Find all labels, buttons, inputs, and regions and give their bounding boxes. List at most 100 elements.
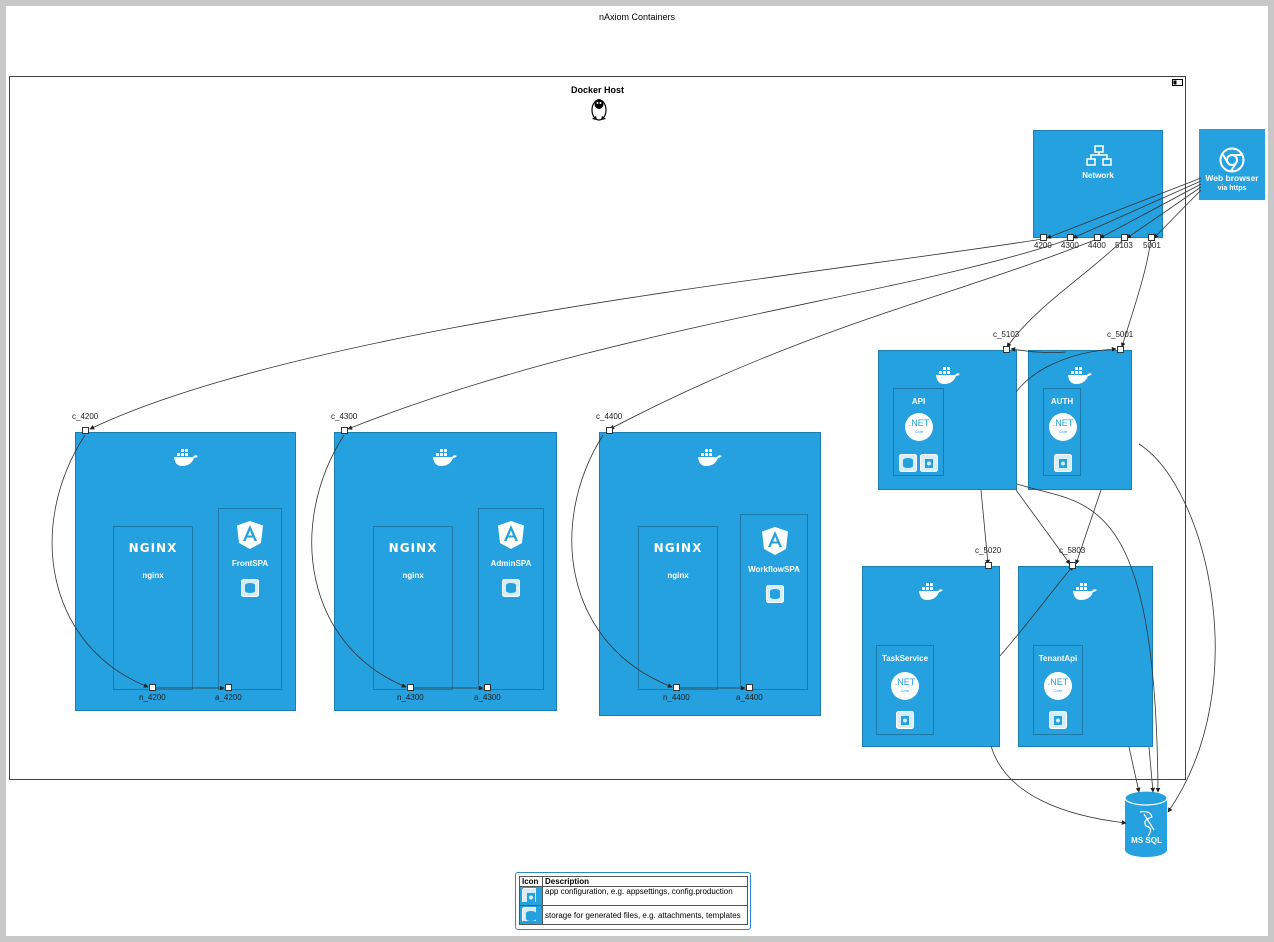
network-port-5001[interactable] <box>1148 234 1155 241</box>
dotnet-icon: .NET Core <box>891 672 919 700</box>
admin-nginx-label: nginx <box>402 571 424 580</box>
auth-port-c[interactable] <box>1117 346 1124 353</box>
workflow-spa-label: WorkflowSPA <box>748 565 800 574</box>
front-port-n[interactable] <box>149 684 156 691</box>
port-label: c_4400 <box>596 412 623 421</box>
config-icon <box>920 454 938 472</box>
network-label: Network <box>1082 171 1114 180</box>
web-browser-box[interactable]: Web browser via https <box>1199 129 1265 200</box>
port-label: 4400 <box>1088 241 1106 250</box>
api-label: API <box>911 397 926 406</box>
front-spa-label: FrontSPA <box>231 559 269 568</box>
front-spa-box: FrontSPA <box>218 508 282 690</box>
angular-icon <box>762 527 788 555</box>
config-icon <box>896 711 914 729</box>
dotnet-icon: .NET Core <box>1044 672 1072 700</box>
docker-whale-icon <box>1068 367 1092 384</box>
sql-server-database[interactable] <box>1124 790 1169 860</box>
task-container[interactable]: TaskService .NET Core <box>862 566 1000 747</box>
api-container[interactable]: API .NET Core <box>878 350 1017 490</box>
db-label: MS SQL <box>1131 836 1162 845</box>
front-port-a[interactable] <box>225 684 232 691</box>
workflow-spa-box: WorkflowSPA <box>740 514 808 690</box>
container-frame-icon <box>1172 79 1183 86</box>
task-port-c[interactable] <box>985 562 992 569</box>
legend-header-icon: Icon <box>519 876 543 887</box>
storage-icon <box>766 585 784 603</box>
port-label: 4200 <box>1034 241 1052 250</box>
docker-host-label: Docker Host <box>570 85 624 95</box>
nginx-logo: NGINX <box>388 541 438 555</box>
tenant-service-box: TenantApi .NET Core <box>1033 645 1083 735</box>
admin-port-n[interactable] <box>407 684 414 691</box>
web-browser-sublabel: via https <box>1217 185 1247 192</box>
port-label: a_4400 <box>736 693 763 702</box>
diagram-title: nAxiom Containers <box>598 12 676 22</box>
admin-port-a[interactable] <box>484 684 491 691</box>
dotnet-icon: .NET Core <box>1049 413 1077 441</box>
legend-desc: storage for generated files, e.g. attach… <box>542 905 748 925</box>
tenant-port-c[interactable] <box>1069 562 1076 569</box>
linux-penguin-icon <box>591 99 607 121</box>
front-container[interactable]: NGINX nginx FrontSPA <box>75 432 296 711</box>
docker-whale-icon <box>919 583 943 600</box>
config-icon <box>1049 711 1067 729</box>
angular-icon <box>498 521 524 549</box>
port-label: c_4200 <box>72 412 99 421</box>
storage-icon <box>519 905 543 925</box>
tenant-label: TenantApi <box>1038 654 1078 663</box>
port-label: c_5001 <box>1107 330 1134 339</box>
network-box[interactable]: Network <box>1033 130 1163 238</box>
port-label: c_5803 <box>1059 546 1086 555</box>
port-label: a_4300 <box>474 693 501 702</box>
auth-label: AUTH <box>1050 397 1074 406</box>
nginx-logo: NGINX <box>653 541 703 555</box>
connector-lines <box>51 177 1216 825</box>
front-port-c[interactable] <box>82 427 89 434</box>
admin-spa-label: AdminSPA <box>490 559 532 568</box>
workflow-container[interactable]: NGINX nginx WorkflowSPA <box>599 432 821 716</box>
legend-header-desc: Description <box>542 876 748 887</box>
web-browser-label: Web browser <box>1205 173 1259 183</box>
api-service-box: API .NET Core <box>893 388 944 476</box>
chrome-icon <box>1219 147 1245 173</box>
front-nginx-box: NGINX nginx <box>113 526 193 690</box>
auth-service-box: AUTH .NET Core <box>1043 388 1081 476</box>
admin-port-c[interactable] <box>341 427 348 434</box>
workflow-port-c[interactable] <box>606 427 613 434</box>
legend-desc: app configuration, e.g. appsettings, con… <box>542 886 748 906</box>
port-label: c_5020 <box>975 546 1002 555</box>
storage-icon <box>899 454 917 472</box>
docker-whale-icon <box>174 449 198 466</box>
sql-server-icon <box>1139 810 1155 837</box>
network-port-4300[interactable] <box>1067 234 1074 241</box>
diagram-canvas: nAxiom Containers Docker Host Network <box>6 6 1268 936</box>
docker-whale-icon <box>433 449 457 466</box>
port-label: 4300 <box>1061 241 1079 250</box>
port-label: a_4200 <box>215 693 242 702</box>
admin-container[interactable]: NGINX nginx AdminSPA <box>334 432 557 711</box>
tenant-container[interactable]: TenantApi .NET Core <box>1018 566 1153 747</box>
network-port-5103[interactable] <box>1121 234 1128 241</box>
nginx-logo: NGINX <box>128 541 178 555</box>
port-label: n_4400 <box>663 693 690 702</box>
task-service-box: TaskService .NET Core <box>876 645 934 735</box>
port-label: 5103 <box>1115 241 1133 250</box>
network-icon <box>1086 145 1112 166</box>
task-label: TaskService <box>881 654 929 663</box>
legend-table: Icon Description app configuration, e.g.… <box>519 876 748 925</box>
angular-icon <box>237 521 263 549</box>
network-port-4200[interactable] <box>1040 234 1047 241</box>
storage-icon <box>502 579 520 597</box>
config-icon <box>1054 454 1072 472</box>
dotnet-icon: .NET Core <box>905 413 933 441</box>
api-port-c[interactable] <box>1003 346 1010 353</box>
legend: Icon Description app configuration, e.g.… <box>515 872 751 930</box>
docker-whale-icon <box>936 367 960 384</box>
workflow-port-a[interactable] <box>746 684 753 691</box>
workflow-port-n[interactable] <box>673 684 680 691</box>
config-icon <box>519 886 543 906</box>
docker-whale-icon <box>1073 583 1097 600</box>
auth-container[interactable]: AUTH .NET Core <box>1028 350 1132 490</box>
network-port-4400[interactable] <box>1094 234 1101 241</box>
